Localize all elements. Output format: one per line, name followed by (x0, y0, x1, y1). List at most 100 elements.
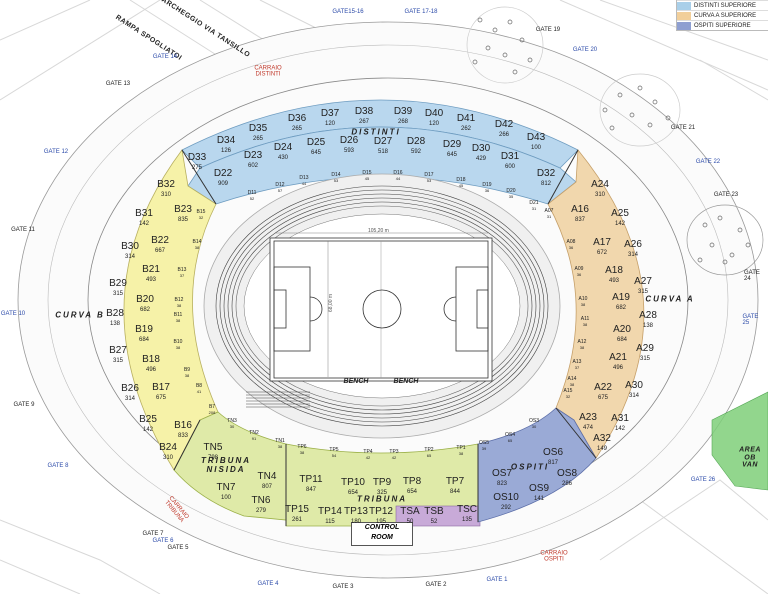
gate-gate-1[interactable]: GATE 1 (486, 577, 508, 583)
gate-gate-3[interactable]: GATE 3 (332, 584, 354, 590)
gate-gate-14[interactable]: GATE 14 (152, 54, 178, 60)
gate-gate-12[interactable]: GATE 12 (43, 149, 69, 155)
gate-gate-7[interactable]: GATE 7 (142, 531, 164, 537)
ospiti-block[interactable] (477, 407, 597, 523)
gate-gate-10[interactable]: GATE 10 (0, 311, 26, 317)
gate-gate-5[interactable]: GATE 5 (167, 545, 189, 551)
gate-gate-21[interactable]: GATE 21 (670, 125, 696, 131)
gate-gate-13[interactable]: GATE 13 (105, 81, 131, 87)
gate-gate-17-18[interactable]: GATE 17-18 (404, 9, 438, 15)
gate-gate-2[interactable]: GATE 2 (425, 582, 447, 588)
gate-gate-24[interactable]: GATE 24 (744, 270, 760, 282)
gate-gate-22[interactable]: GATE 22 (695, 159, 721, 165)
gate-gate-20[interactable]: GATE 20 (572, 47, 598, 53)
gate-gate-25[interactable]: GATE 25 (742, 314, 759, 326)
gate-gate-4[interactable]: GATE 4 (257, 581, 279, 587)
gate-gate15-16[interactable]: GATE15-16 (332, 9, 364, 15)
tribuna-nisida-block[interactable] (173, 411, 287, 521)
gate-gate-9[interactable]: GATE 9 (13, 402, 35, 408)
